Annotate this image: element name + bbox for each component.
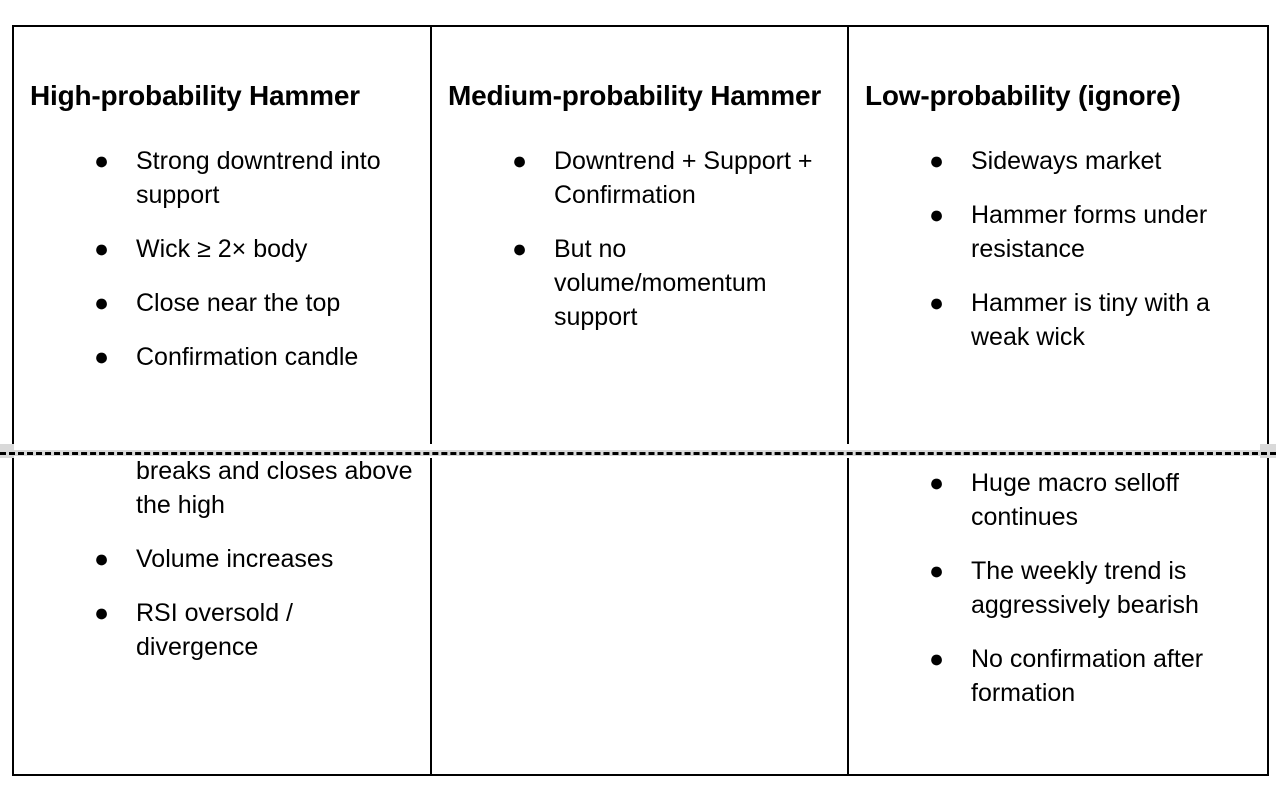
list-item: ● Confirmation candle — [26, 340, 420, 374]
bullet-icon: ● — [94, 288, 110, 317]
list-item-text: Hammer forms under resistance — [971, 200, 1208, 263]
bullet-list-high-probability-continued: ● Volume increases ● RSI oversold / dive… — [26, 542, 420, 664]
list-item: ● Hammer is tiny with a weak wick — [861, 286, 1257, 354]
bullet-list-high-probability: ● Strong downtrend into support ● Wick ≥… — [26, 144, 420, 374]
page-break-indicator — [0, 444, 1276, 458]
list-item: ● The weekly trend is aggressively beari… — [861, 554, 1257, 622]
bullet-icon: ● — [929, 288, 945, 317]
list-item-text: Sideways market — [971, 146, 1162, 175]
bullet-icon: ● — [929, 645, 945, 673]
table-row-bottom: breaks and closes above the high ● Volum… — [12, 452, 1269, 776]
bullet-icon: ● — [94, 146, 110, 175]
list-item-text: Hammer is tiny with a weak wick — [971, 288, 1210, 351]
list-item-text: But no volume/momentum support — [554, 234, 767, 331]
page-break-dashed-line — [0, 452, 1276, 455]
list-item-text: RSI oversold / divergence — [136, 599, 294, 661]
table-cell-high-probability: High-probability Hammer ● Strong downtre… — [12, 25, 432, 454]
table-cell-low-probability-continued: ● Huge macro selloff continues ● The wee… — [847, 452, 1269, 776]
list-item: ● Hammer forms under resistance — [861, 198, 1257, 266]
list-item: ● Wick ≥ 2× body — [26, 232, 420, 266]
table-cell-high-probability-continued: breaks and closes above the high ● Volum… — [12, 452, 432, 776]
table-cell-medium-probability-continued — [430, 452, 849, 776]
list-item: ● Volume increases — [26, 542, 420, 576]
list-item-continuation-text: breaks and closes above the high — [136, 457, 413, 519]
bullet-icon: ● — [512, 234, 528, 263]
bullet-icon: ● — [929, 146, 945, 175]
list-item-text: Wick ≥ 2× body — [136, 234, 308, 263]
bullet-icon: ● — [512, 146, 528, 175]
list-item: ● Close near the top — [26, 286, 420, 320]
bullet-list-low-probability: ● Sideways market ● Hammer forms under r… — [861, 144, 1257, 354]
table-cell-low-probability: Low-probability (ignore) ● Sideways mark… — [847, 25, 1269, 454]
list-item-text: Huge macro selloff continues — [971, 469, 1179, 531]
table-row-top: High-probability Hammer ● Strong downtre… — [12, 25, 1269, 454]
list-item: ● RSI oversold / divergence — [26, 596, 420, 664]
list-item: ● No confirmation after formation — [861, 642, 1257, 710]
list-item-text: Confirmation candle — [136, 342, 359, 371]
bullet-icon: ● — [929, 200, 945, 229]
column-heading-high-probability: High-probability Hammer — [30, 80, 360, 111]
column-heading-low-probability: Low-probability (ignore) — [865, 80, 1181, 111]
bullet-icon: ● — [94, 342, 110, 371]
table-cell-medium-probability: Medium-probability Hammer ● Downtrend + … — [430, 25, 849, 454]
bullet-icon: ● — [94, 234, 110, 263]
bullet-icon: ● — [94, 545, 110, 573]
page-break-gap-top — [14, 444, 1260, 450]
probability-table: High-probability Hammer ● Strong downtre… — [12, 25, 1269, 776]
list-item-text: Downtrend + Support + Confirmation — [554, 146, 813, 209]
list-item-text: No confirmation after formation — [971, 645, 1204, 707]
list-item: ● Strong downtrend into support — [26, 144, 420, 212]
list-item-text: Volume increases — [136, 545, 334, 573]
list-item: ● Sideways market — [861, 144, 1257, 178]
bullet-icon: ● — [929, 557, 945, 585]
list-item: ● Huge macro selloff continues — [861, 466, 1257, 534]
bullet-list-low-probability-continued: ● Huge macro selloff continues ● The wee… — [861, 466, 1257, 710]
bullet-icon: ● — [929, 469, 945, 497]
list-item-text: The weekly trend is aggressively bearish — [971, 557, 1199, 619]
list-item-text: Close near the top — [136, 288, 341, 317]
bullet-icon: ● — [94, 599, 110, 627]
column-heading-medium-probability: Medium-probability Hammer — [448, 80, 822, 111]
list-item: ● But no volume/momentum support — [444, 232, 837, 334]
list-item-text: Strong downtrend into support — [136, 146, 381, 209]
page-break-gap-bottom — [14, 456, 1260, 458]
bullet-list-medium-probability: ● Downtrend + Support + Confirmation ● B… — [444, 144, 837, 334]
list-item: ● Downtrend + Support + Confirmation — [444, 144, 837, 212]
